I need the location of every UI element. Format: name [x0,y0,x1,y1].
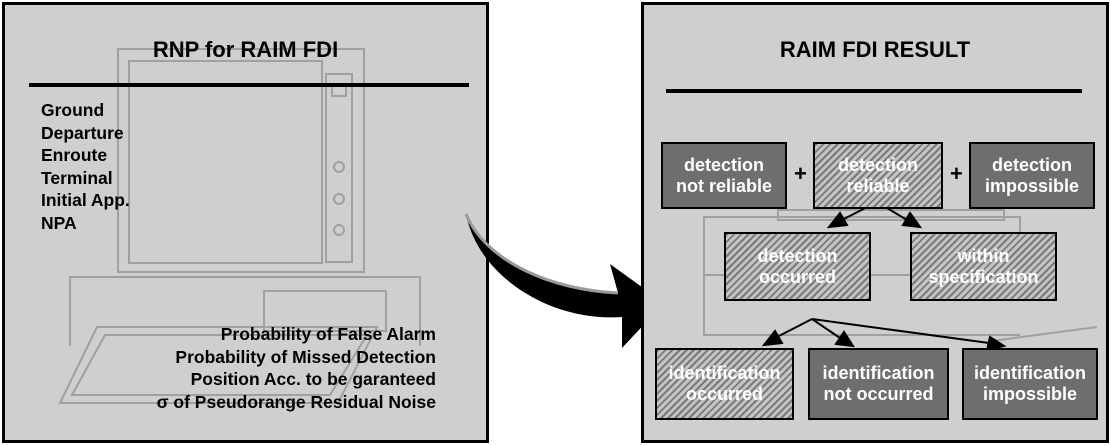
detection-occurred-box: detection occurred [724,232,871,301]
box-label-line: impossible [984,175,1080,196]
box-label-line: not occurred [823,384,934,404]
computer-illustration [58,48,421,404]
arrow-line [811,318,841,339]
phase-item: Initial App. [41,190,130,211]
device-base-outline [703,275,1020,336]
detection-reliable-box: detection reliable [813,142,943,209]
arrowhead [826,211,849,229]
detection-not-reliable-box: detection not reliable [661,142,787,209]
box-label-line: occurred [758,266,837,287]
box-label-line: impossible [982,384,1078,404]
plus-sign: + [794,161,807,186]
monitor-knob [333,161,345,173]
right-title-rule [666,89,1082,93]
box-label-line: specification [928,266,1039,287]
left-panel-title: RNP for RAIM FDI [152,37,339,62]
phase-item: Terminal [41,167,113,188]
arrowhead [834,330,855,348]
box-label-line: identification [668,363,781,383]
raim-result-panel: RAIM FDI RESULT detection not reliable +… [641,2,1109,443]
parameter-item: Position Acc. to be garanteed [190,369,436,390]
arrowhead [901,211,923,229]
phase-item: Departure [41,122,124,143]
rnp-input-panel: RNP for RAIM FDI Ground Departure Enrout… [2,2,489,443]
drive-bay [263,290,387,332]
phase-item: Enroute [41,145,108,166]
monitor-outline [117,48,365,273]
box-label-line: detection [757,245,838,266]
arrow-line [776,318,813,338]
monitor-side-panel [325,73,353,263]
detection-impossible-box: detection impossible [969,142,1095,209]
box-label-line: identification [974,363,1086,383]
arrowhead [761,329,784,347]
arrow-line [811,318,990,344]
right-panel-title: RAIM FDI RESULT [779,37,971,62]
identification-impossible-box: identification impossible [962,348,1098,420]
box-label-line: within [957,245,1010,266]
box-label-line: detection [991,154,1072,175]
left-title-rule [29,83,469,87]
identification-not-occurred-box: identification not occurred [808,348,949,420]
monitor-knob [333,224,345,236]
parameter-item: Probability of Missed Detection [175,346,436,367]
within-specification-box: within specification [910,232,1057,301]
monitor-screen [128,60,323,264]
box-label-line: detection [683,154,764,175]
device-handle-outline [991,326,1098,342]
phase-item: NPA [41,212,77,233]
parameter-item: Probability of False Alarm [220,324,436,344]
base-unit-outline [69,276,421,346]
parameter-list: Probability of False Alarm Probability o… [157,323,436,413]
box-label-line: detection [837,154,918,175]
box-label-line: identification [822,363,935,383]
parameter-item: σ of Pseudorange Residual Noise [156,391,436,412]
monitor-knob [333,193,345,205]
keyboard-inner [70,334,369,396]
box-label-line: not reliable [675,175,773,196]
plus-sign: + [950,161,963,186]
keyboard-outline [58,326,379,404]
box-label-line: reliable [846,175,910,196]
phase-item: Ground [41,100,105,120]
box-label-line: occurred [685,384,764,404]
flight-phase-list: Ground Departure Enroute Terminal Initia… [41,99,130,235]
identification-occurred-box: identification occurred [655,348,794,420]
flow-arrow-shape [466,214,664,348]
